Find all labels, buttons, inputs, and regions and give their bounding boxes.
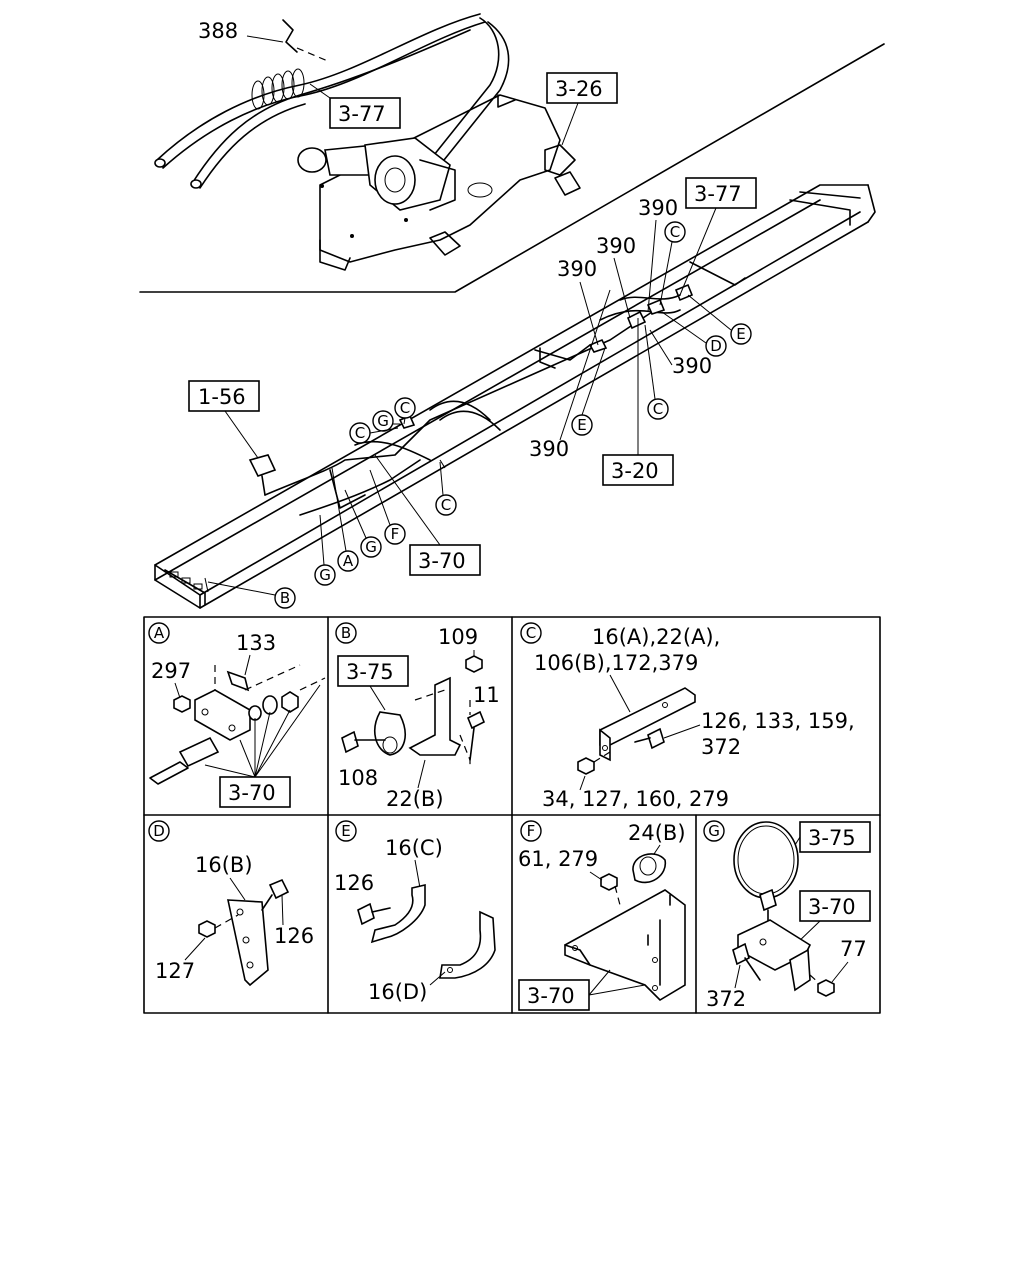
- callout-c-4: C: [355, 424, 365, 442]
- hose-lower: [192, 29, 471, 183]
- label-11: 11: [473, 683, 500, 707]
- detail-f-title: F: [527, 822, 536, 840]
- callout-c-3: C: [400, 399, 410, 417]
- ref-3-26: 3-26: [555, 77, 603, 101]
- label-16b: 16(B): [195, 853, 253, 877]
- detail-a: A 133 297 3-70: [148, 622, 326, 808]
- ref-3-77-frame: 3-77: [694, 182, 742, 206]
- component-1-56: [248, 454, 277, 477]
- label-390-b: 390: [596, 234, 636, 258]
- detail-g: G 3-75 3-70 77 372: [703, 820, 871, 1011]
- detail-c: C 16(A),22(A), 106(B),172,379 126, 133, …: [520, 622, 855, 811]
- ref-3-70-frame: 3-70: [418, 549, 466, 573]
- hose-to-pump: [429, 17, 500, 161]
- label-16a-22a: 16(A),22(A),: [592, 625, 720, 649]
- clamp-ring: [733, 821, 799, 899]
- label-390-d: 390: [672, 354, 712, 378]
- detail-d-title: D: [153, 822, 165, 840]
- label-106b-172-379: 106(B),172,379: [534, 651, 698, 675]
- callout-g-1: G: [377, 412, 389, 430]
- detail-e-title: E: [341, 822, 350, 840]
- label-126-d: 126: [274, 924, 314, 948]
- label-297: 297: [151, 659, 191, 683]
- callout-c-2: C: [653, 400, 663, 418]
- label-127: 127: [155, 959, 195, 983]
- clip-388: [282, 19, 298, 53]
- detail-e: E 16(C) 126 16(D): [334, 820, 496, 1004]
- label-77: 77: [840, 937, 867, 961]
- detail-grid: [143, 616, 881, 1014]
- inset-border: [139, 43, 885, 293]
- callout-e-2: E: [577, 416, 586, 434]
- callout-e-1: E: [736, 325, 745, 343]
- callout-a: A: [343, 552, 354, 570]
- label-126-e: 126: [334, 871, 374, 895]
- chassis-labels: 3-77 390 390 390 390 390 3-20 3-70 C E: [207, 177, 757, 609]
- hose-lower-edge: [199, 103, 306, 189]
- label-61-279: 61, 279: [518, 847, 598, 871]
- label-388: 388: [198, 19, 238, 43]
- hose-sleeve: [251, 68, 305, 110]
- ref-1-56: 1-56: [198, 385, 246, 409]
- detail-c-title: C: [526, 624, 536, 642]
- label-24b: 24(B): [628, 821, 686, 845]
- pump-inset: 388 3-77 3-26: [139, 13, 885, 293]
- pump: [297, 137, 456, 238]
- label-372-g: 372: [706, 987, 746, 1011]
- rail-left-top: [154, 184, 869, 566]
- label-372: 372: [701, 735, 741, 759]
- bracket-plate: [319, 94, 561, 263]
- label-390-a: 390: [638, 196, 678, 220]
- detail-b-title: B: [341, 624, 351, 642]
- callout-c-1: C: [670, 223, 680, 241]
- callout-g-2: G: [365, 538, 377, 556]
- ref-3-70-a: 3-70: [228, 781, 276, 805]
- label-16c: 16(C): [385, 836, 443, 860]
- label-390-c: 390: [557, 257, 597, 281]
- ref-3-77-inset: 3-77: [338, 102, 386, 126]
- label-390-e: 390: [529, 437, 569, 461]
- callout-g-3: G: [319, 566, 331, 584]
- fuel-line: [264, 309, 656, 496]
- ref-3-70-f: 3-70: [527, 984, 575, 1008]
- label-108: 108: [338, 766, 378, 790]
- callout-d: D: [710, 337, 722, 355]
- rail-right-top: [199, 221, 869, 609]
- detail-a-title: A: [154, 624, 165, 642]
- hose-upper-edge: [162, 21, 486, 169]
- label-126-133-159: 126, 133, 159,: [701, 709, 855, 733]
- callout-b: B: [280, 589, 290, 607]
- label-109: 109: [438, 625, 478, 649]
- label-16d: 16(D): [368, 980, 427, 1004]
- hose-upper: [156, 13, 481, 161]
- detail-g-title: G: [708, 822, 720, 840]
- label-34-127-160-279: 34, 127, 160, 279: [542, 787, 729, 811]
- label-133: 133: [236, 631, 276, 655]
- ref-3-75-g: 3-75: [808, 826, 856, 850]
- detail-f: F 24(B) 61, 279 3-70: [518, 820, 686, 1011]
- ref-3-70-g: 3-70: [808, 895, 856, 919]
- ref-3-20: 3-20: [611, 459, 659, 483]
- ref-3-75-b: 3-75: [346, 660, 394, 684]
- detail-d: D 16(B) 126 127: [148, 820, 314, 987]
- chassis-frame: 1-56: [154, 184, 876, 609]
- callout-c-5: C: [441, 496, 451, 514]
- label-22b: 22(B): [386, 787, 444, 811]
- callout-f: F: [391, 525, 400, 543]
- detail-b: B 109 3-75 11 108 22(B): [335, 622, 500, 811]
